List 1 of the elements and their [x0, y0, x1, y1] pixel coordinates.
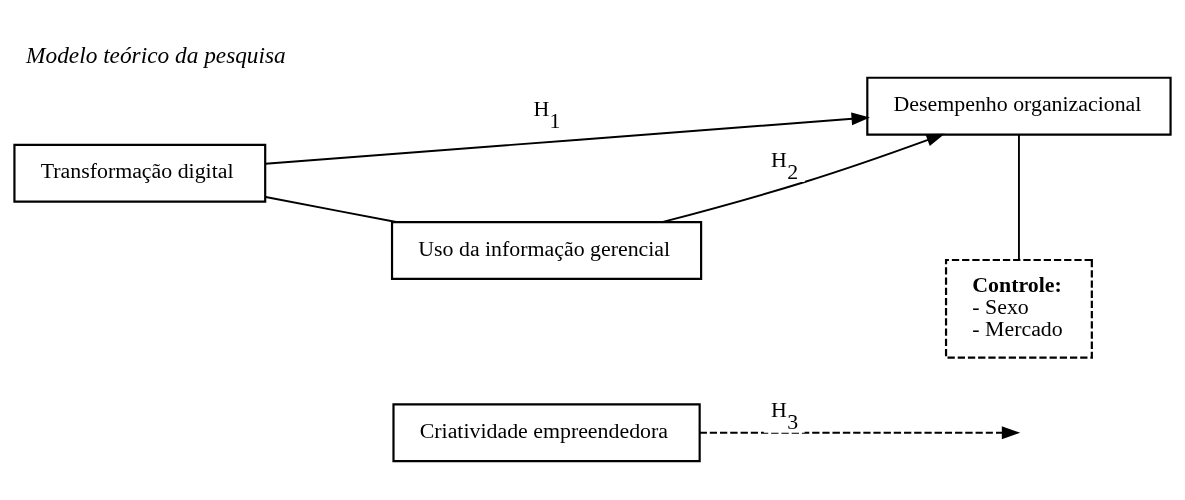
diagram-title: Modelo teórico da pesquisa — [26, 41, 286, 68]
